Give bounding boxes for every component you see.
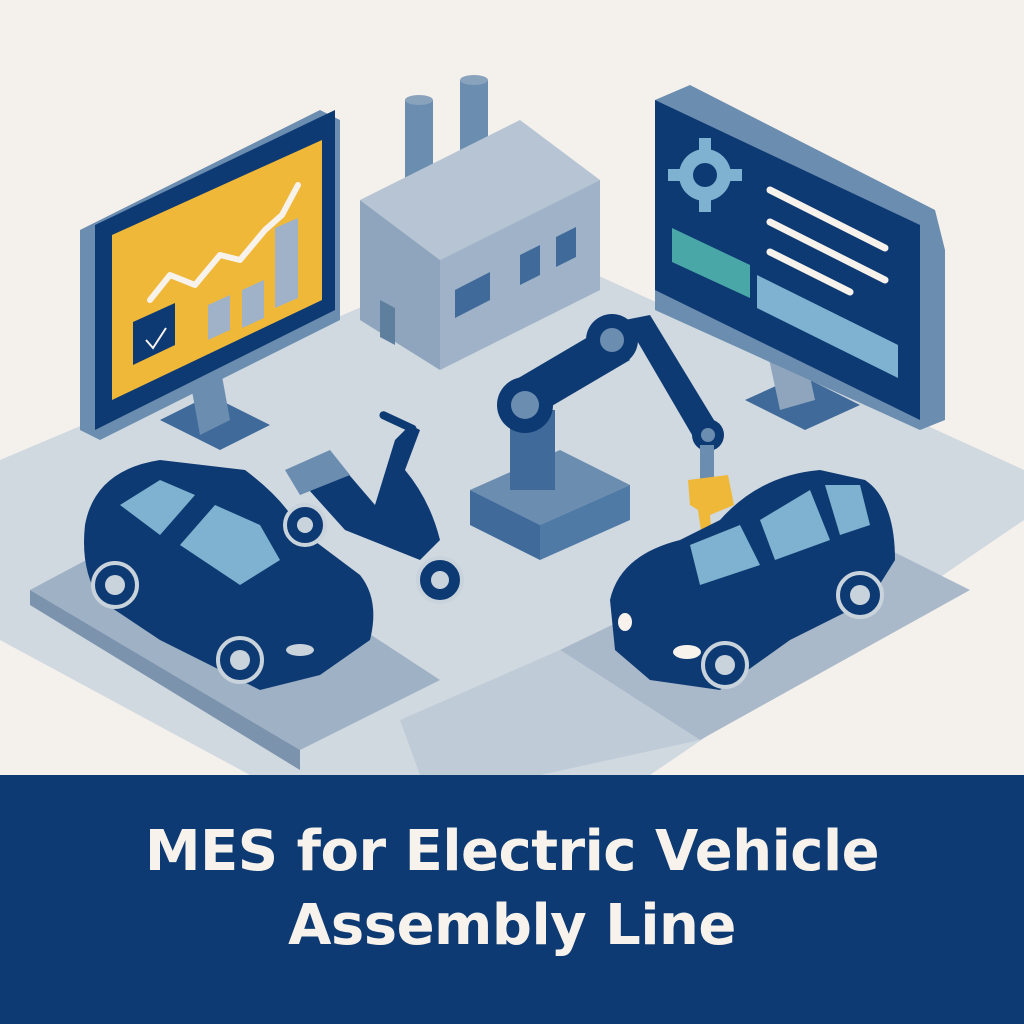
factory-building bbox=[360, 75, 600, 370]
banner-title-line-1: MES for Electric Vehicle bbox=[144, 819, 880, 884]
settings-monitor bbox=[655, 85, 945, 430]
scooter bbox=[283, 411, 464, 604]
robotic-arm bbox=[470, 314, 734, 560]
dashboard-monitor bbox=[80, 110, 340, 450]
car-right bbox=[610, 470, 895, 690]
car-left bbox=[84, 460, 374, 690]
banner-title: MES for Electric Vehicle Assembly Line bbox=[144, 815, 880, 963]
title-banner: MES for Electric Vehicle Assembly Line bbox=[0, 775, 1024, 1024]
banner-title-line-2: Assembly Line bbox=[288, 893, 736, 958]
illustration-scene bbox=[0, 75, 1024, 775]
